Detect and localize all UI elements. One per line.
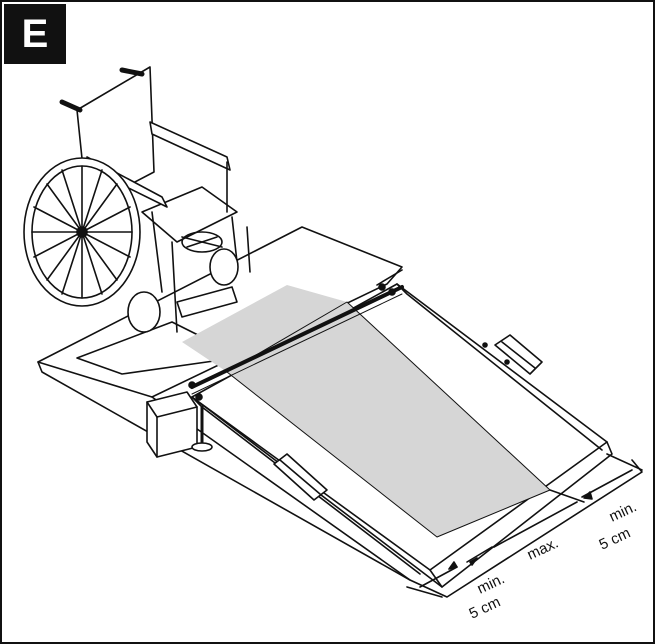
ramp-rivet <box>482 342 488 348</box>
foot-pad <box>191 442 213 452</box>
hinge-screw-right <box>378 283 386 291</box>
dim-left-value-label: 5 cm <box>467 593 504 622</box>
support-block-edge <box>146 401 158 418</box>
hinge-screw-left-2 <box>195 393 203 401</box>
figure-label-badge: E <box>4 4 66 64</box>
wheelchair-icon <box>23 66 251 333</box>
dim-left-ext <box>406 586 443 598</box>
ramp-handle-left-grip <box>279 459 321 495</box>
dim-left-min-label: min. <box>475 570 508 597</box>
dim-right-min-label: min. <box>607 498 640 525</box>
hinge-bar <box>190 285 404 389</box>
ramp-rivet-2 <box>504 359 510 365</box>
support-block <box>146 391 198 458</box>
floor-track-shade <box>182 285 347 372</box>
hinge-screw-right-2 <box>388 288 396 296</box>
hinge-screw-left <box>188 381 196 389</box>
support-block-edge-2 <box>156 406 198 418</box>
dim-center-line <box>493 501 578 548</box>
dim-arrowhead <box>448 561 458 570</box>
ramp-handle-right-grip <box>501 341 536 369</box>
dim-right-value-label: 5 cm <box>597 524 634 553</box>
dim-right-ext <box>549 489 585 503</box>
dim-center-max-label: max. <box>525 534 562 563</box>
dim-right-ext-2 <box>606 453 643 471</box>
dim-arrowhead-2 <box>469 557 478 566</box>
dim-left-arrow-b <box>466 546 493 563</box>
hinge-bar-lower <box>191 293 403 395</box>
dim-left-arrow-a <box>419 566 458 588</box>
hinge-end-right <box>376 269 403 286</box>
dim-arrowhead-3 <box>583 491 593 500</box>
